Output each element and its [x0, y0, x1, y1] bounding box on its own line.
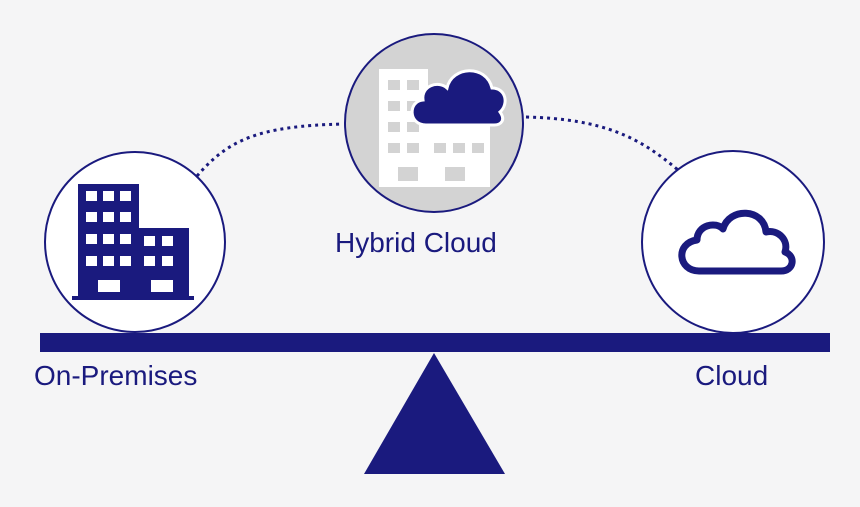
on-premises-node	[44, 151, 226, 333]
cloud-icon	[410, 69, 507, 127]
building-with-cloud-icon	[379, 69, 507, 187]
balance-beam	[40, 333, 830, 352]
office-buildings-icon	[72, 184, 194, 300]
hybrid-cloud-label: Hybrid Cloud	[335, 227, 497, 258]
fulcrum-triangle	[364, 353, 505, 474]
on-premises-label: On-Premises	[34, 360, 198, 391]
cloud-node	[641, 150, 825, 334]
connector-left	[195, 122, 344, 177]
cloud-label: Cloud	[695, 360, 769, 391]
cloud-outline-icon	[678, 209, 796, 275]
hybrid-cloud-node	[344, 33, 524, 213]
connector-right	[525, 115, 679, 172]
